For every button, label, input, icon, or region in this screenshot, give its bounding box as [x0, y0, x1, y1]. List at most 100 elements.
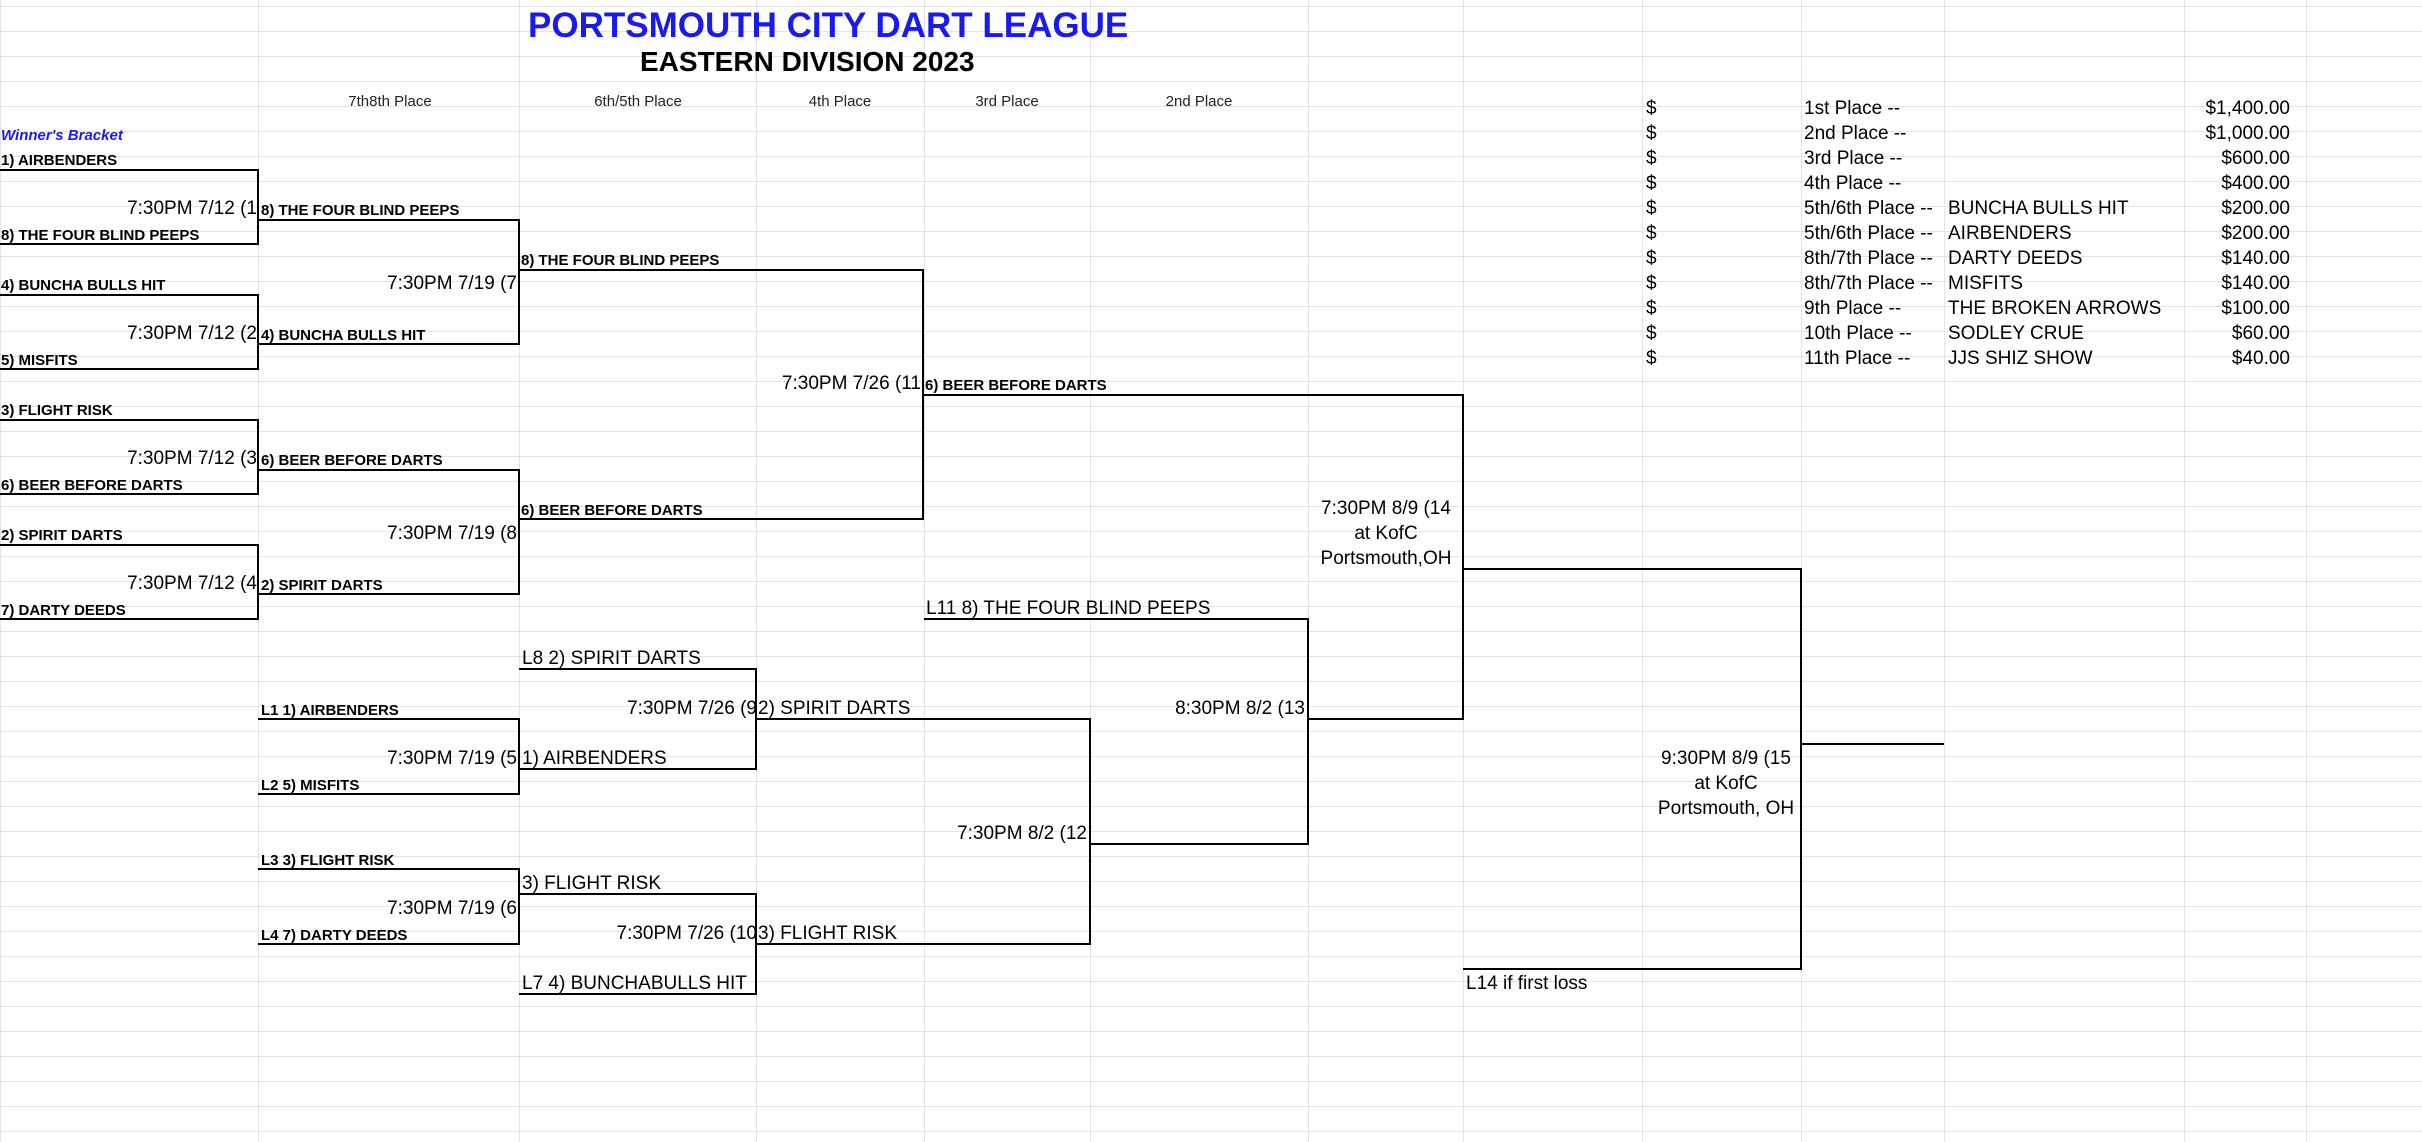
gridline-vertical [1090, 0, 1091, 1142]
bracket-line [0, 243, 258, 245]
bracket-line [258, 219, 519, 221]
prize-team: SODLEY CRUE [1948, 323, 2084, 344]
bracket-line [258, 593, 519, 595]
bracket-line [1462, 394, 1464, 720]
prize-dollar: $ [1646, 323, 1657, 344]
gridline-horizontal [0, 856, 2422, 857]
page-title: PORTSMOUTH CITY DART LEAGUE [528, 6, 1129, 45]
prize-team: BUNCHA BULLS HIT [1948, 198, 2129, 219]
gridline-horizontal [0, 456, 2422, 457]
prize-amount: $60.00 [2231, 323, 2290, 344]
r1-game-4: 7:30PM 7/12 (4 [127, 573, 257, 594]
column-header-3rd: 3rd Place [975, 93, 1039, 110]
prize-dollar: $ [1646, 173, 1657, 194]
prize-amount: $140.00 [2221, 273, 2290, 294]
r1-game-1: 7:30PM 7/12 (1 [127, 198, 257, 219]
final-game-line2: at KofC [1354, 523, 1418, 544]
r1-game-3: 7:30PM 7/12 (3 [127, 448, 257, 469]
gridline-vertical [1944, 0, 1945, 1142]
page-subtitle: EASTERN DIVISION 2023 [640, 46, 975, 77]
prize-team: JJS SHIZ SHOW [1948, 348, 2093, 369]
gridline-horizontal [0, 1056, 2422, 1057]
prize-amount: $140.00 [2221, 248, 2290, 269]
loser-game-9: 7:30PM 7/26 (9 [627, 698, 757, 719]
r1-team-6: 6) BEER BEFORE DARTS [1, 477, 183, 494]
prize-place: 10th Place -- [1804, 323, 1912, 344]
r3-team-1: 8) THE FOUR BLIND PEEPS [521, 252, 720, 269]
gridline-horizontal [0, 31, 2422, 32]
r2-team-4: 2) SPIRIT DARTS [261, 577, 383, 594]
bracket-line [519, 668, 756, 670]
bracket-line [519, 993, 756, 995]
gridline-horizontal [0, 231, 2422, 232]
loser-l8: L8 2) SPIRIT DARTS [522, 648, 701, 669]
loser-l11: L11 8) THE FOUR BLIND PEEPS [926, 598, 1211, 619]
bracket-line [922, 269, 924, 520]
r1-team-5: 3) FLIGHT RISK [1, 402, 113, 419]
gridline-horizontal [0, 581, 2422, 582]
r2-team-3: 6) BEER BEFORE DARTS [261, 452, 443, 469]
loser-game-13: 8:30PM 8/2 (13 [1175, 698, 1305, 719]
bracket-line [1307, 618, 1309, 845]
bracket-line [518, 219, 520, 345]
bracket-line [1800, 568, 1802, 970]
prize-amount: $600.00 [2221, 148, 2290, 169]
r1-team-3: 4) BUNCHA BULLS HIT [1, 277, 166, 294]
gridline-vertical [2306, 0, 2307, 1142]
bracket-line [257, 294, 259, 370]
loser-w9: 2) SPIRIT DARTS [758, 698, 911, 719]
winners-bracket-label: Winner's Bracket [1, 127, 123, 144]
prize-dollar: $ [1646, 148, 1657, 169]
prize-dollar: $ [1646, 248, 1657, 269]
gridline-horizontal [0, 1081, 2422, 1082]
bracket-line [0, 368, 258, 370]
loser-game-6: 7:30PM 7/19 (6 [387, 898, 517, 919]
bracket-line [1308, 718, 1464, 720]
bracket-line [257, 169, 259, 245]
gridline-horizontal [0, 756, 2422, 757]
gridline-horizontal [0, 706, 2422, 707]
final-game-line3: Portsmouth,OH [1320, 548, 1452, 569]
prize-place: 4th Place -- [1804, 173, 1902, 194]
loser-w6: 3) FLIGHT RISK [522, 873, 662, 894]
gridline-horizontal [0, 831, 2422, 832]
bracket-line [1463, 568, 1802, 570]
gridline-horizontal [0, 206, 2422, 207]
prize-amount: $1,400.00 [2205, 98, 2290, 119]
bracket-line [258, 343, 519, 345]
gridline-vertical [1308, 0, 1309, 1142]
bracket-line [257, 544, 259, 620]
gridline-horizontal [0, 431, 2422, 432]
column-header-2nd: 2nd Place [1165, 93, 1233, 110]
prize-amount: $400.00 [2221, 173, 2290, 194]
loser-game-5: 7:30PM 7/19 (5 [387, 748, 517, 769]
prize-dollar: $ [1646, 98, 1657, 119]
gridline-horizontal [0, 281, 2422, 282]
bracket-line [1801, 743, 1944, 745]
bracket-line [924, 394, 1464, 396]
loser-game-10: 7:30PM 7/26 (10 [616, 923, 757, 944]
bracket-line [258, 469, 519, 471]
gridline-horizontal [0, 1131, 2422, 1132]
loser-w5: 1) AIRBENDERS [522, 748, 667, 769]
championship-line2: at KofC [1694, 773, 1758, 794]
gridline-horizontal [0, 781, 2422, 782]
prize-dollar: $ [1646, 298, 1657, 319]
gridline-horizontal [0, 506, 2422, 507]
gridline-horizontal [0, 681, 2422, 682]
prize-amount: $40.00 [2231, 348, 2290, 369]
bracket-line [519, 768, 756, 770]
gridline-horizontal [0, 306, 2422, 307]
bracket-line [0, 493, 258, 495]
gridline-horizontal [0, 6, 2422, 7]
bracket-line [0, 169, 258, 171]
gridline-horizontal [0, 606, 2422, 607]
prize-dollar: $ [1646, 123, 1657, 144]
r1-team-2: 8) THE FOUR BLIND PEEPS [1, 227, 200, 244]
r3-team-2: 6) BEER BEFORE DARTS [521, 502, 703, 519]
gridline-horizontal [0, 931, 2422, 932]
gridline-vertical [2184, 0, 2185, 1142]
column-header-7th8th: 7th8th Place [348, 93, 432, 110]
gridline-horizontal [0, 956, 2422, 957]
